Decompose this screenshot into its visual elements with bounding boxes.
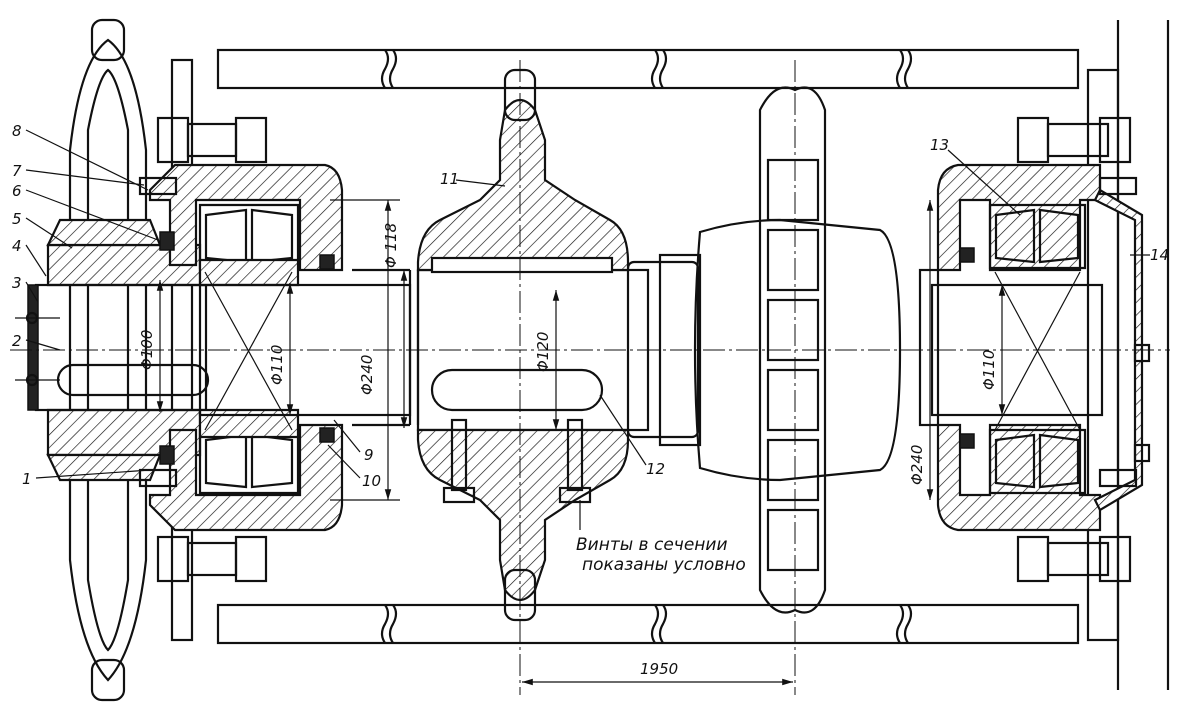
left-bearing-bottom xyxy=(198,408,300,495)
part-label-9: 9 xyxy=(364,446,374,464)
center-lines xyxy=(10,60,1170,695)
part-label-3: 3 xyxy=(12,274,22,292)
part-label-13: 13 xyxy=(930,136,949,154)
left-flange-bolts xyxy=(156,116,268,583)
part-label-8: 8 xyxy=(12,122,22,140)
part-label-5: 5 xyxy=(12,210,22,228)
dim-d118: Φ 118 xyxy=(382,223,400,268)
note-line-2: показаны условно xyxy=(582,555,746,575)
part-label-12: 12 xyxy=(646,460,665,478)
dim-d100: Φ100 xyxy=(138,330,156,370)
drum-wheel xyxy=(658,86,902,614)
leader-lines xyxy=(25,129,1150,530)
left-bearing-housing xyxy=(138,163,344,532)
dim-d110-left: Φ110 xyxy=(268,345,286,385)
center-sprocket xyxy=(416,68,630,622)
dim-span-1950: 1950 xyxy=(640,660,678,678)
right-bearing-bottom xyxy=(988,428,1087,495)
dim-d120: Φ120 xyxy=(534,332,552,372)
left-drive-sprocket xyxy=(46,18,202,702)
part-label-6: 6 xyxy=(12,182,22,200)
part-label-2: 2 xyxy=(12,332,22,350)
part-label-10: 10 xyxy=(362,472,381,490)
dim-d240-left: Φ240 xyxy=(358,355,376,395)
left-shaft-end xyxy=(15,283,210,412)
dim-d240-right: Φ240 xyxy=(908,445,926,485)
dim-d110-right: Φ110 xyxy=(980,350,998,390)
left-bearing-top xyxy=(198,203,300,287)
dimension-lines xyxy=(156,199,1006,686)
right-bearing-top xyxy=(988,203,1087,270)
right-flange-bolts xyxy=(1016,116,1132,583)
note-line-1: Винты в сечении xyxy=(576,535,728,555)
part-label-4: 4 xyxy=(12,237,22,255)
part-label-14: 14 xyxy=(1150,246,1169,264)
right-bearing-housing xyxy=(936,163,1151,532)
part-label-1: 1 xyxy=(22,470,32,488)
part-label-7: 7 xyxy=(12,162,22,180)
part-label-11: 11 xyxy=(440,170,459,188)
frame-rails xyxy=(170,20,1170,690)
